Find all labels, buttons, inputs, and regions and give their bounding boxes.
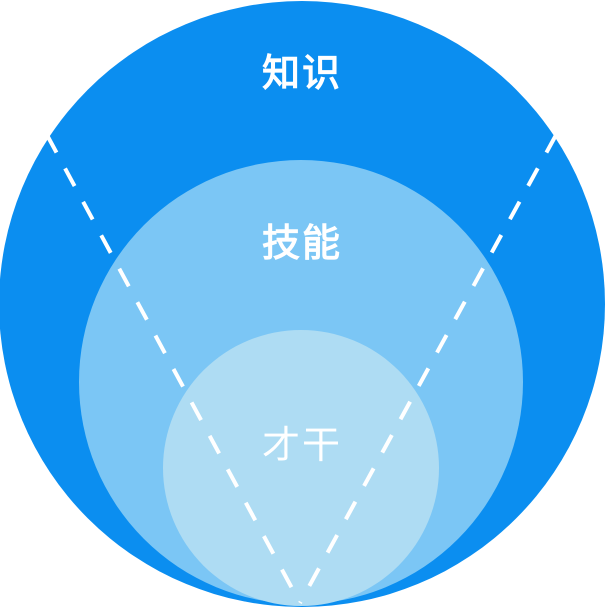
label-talent: 才干	[261, 423, 342, 467]
right-dashed-line	[298, 134, 558, 604]
left-dashed-line	[45, 134, 302, 604]
label-skill: 技能	[261, 221, 342, 265]
label-knowledge: 知识	[261, 51, 342, 95]
inner-circle-talent	[163, 330, 439, 606]
